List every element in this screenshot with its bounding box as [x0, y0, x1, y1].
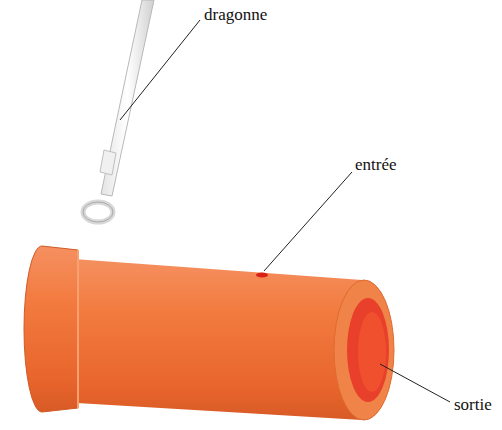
- tube-outlet-rim: [334, 280, 394, 420]
- strap-ring-edge: [83, 202, 113, 222]
- entry-hole: [256, 273, 268, 278]
- tube-collar: [24, 246, 78, 412]
- collar-edge: [77, 250, 79, 408]
- part-label: entrée: [355, 156, 397, 175]
- leader-line: [264, 172, 352, 271]
- part-label: dragonne: [204, 6, 267, 25]
- strap: [101, 0, 154, 196]
- strap-clip: [100, 150, 116, 175]
- tube-outlet: [347, 298, 389, 402]
- strap-ring: [83, 202, 113, 222]
- leader-line: [120, 20, 200, 120]
- tube-outlet-inner: [358, 312, 386, 392]
- part-label: sortie: [454, 396, 492, 415]
- leader-line: [380, 364, 450, 402]
